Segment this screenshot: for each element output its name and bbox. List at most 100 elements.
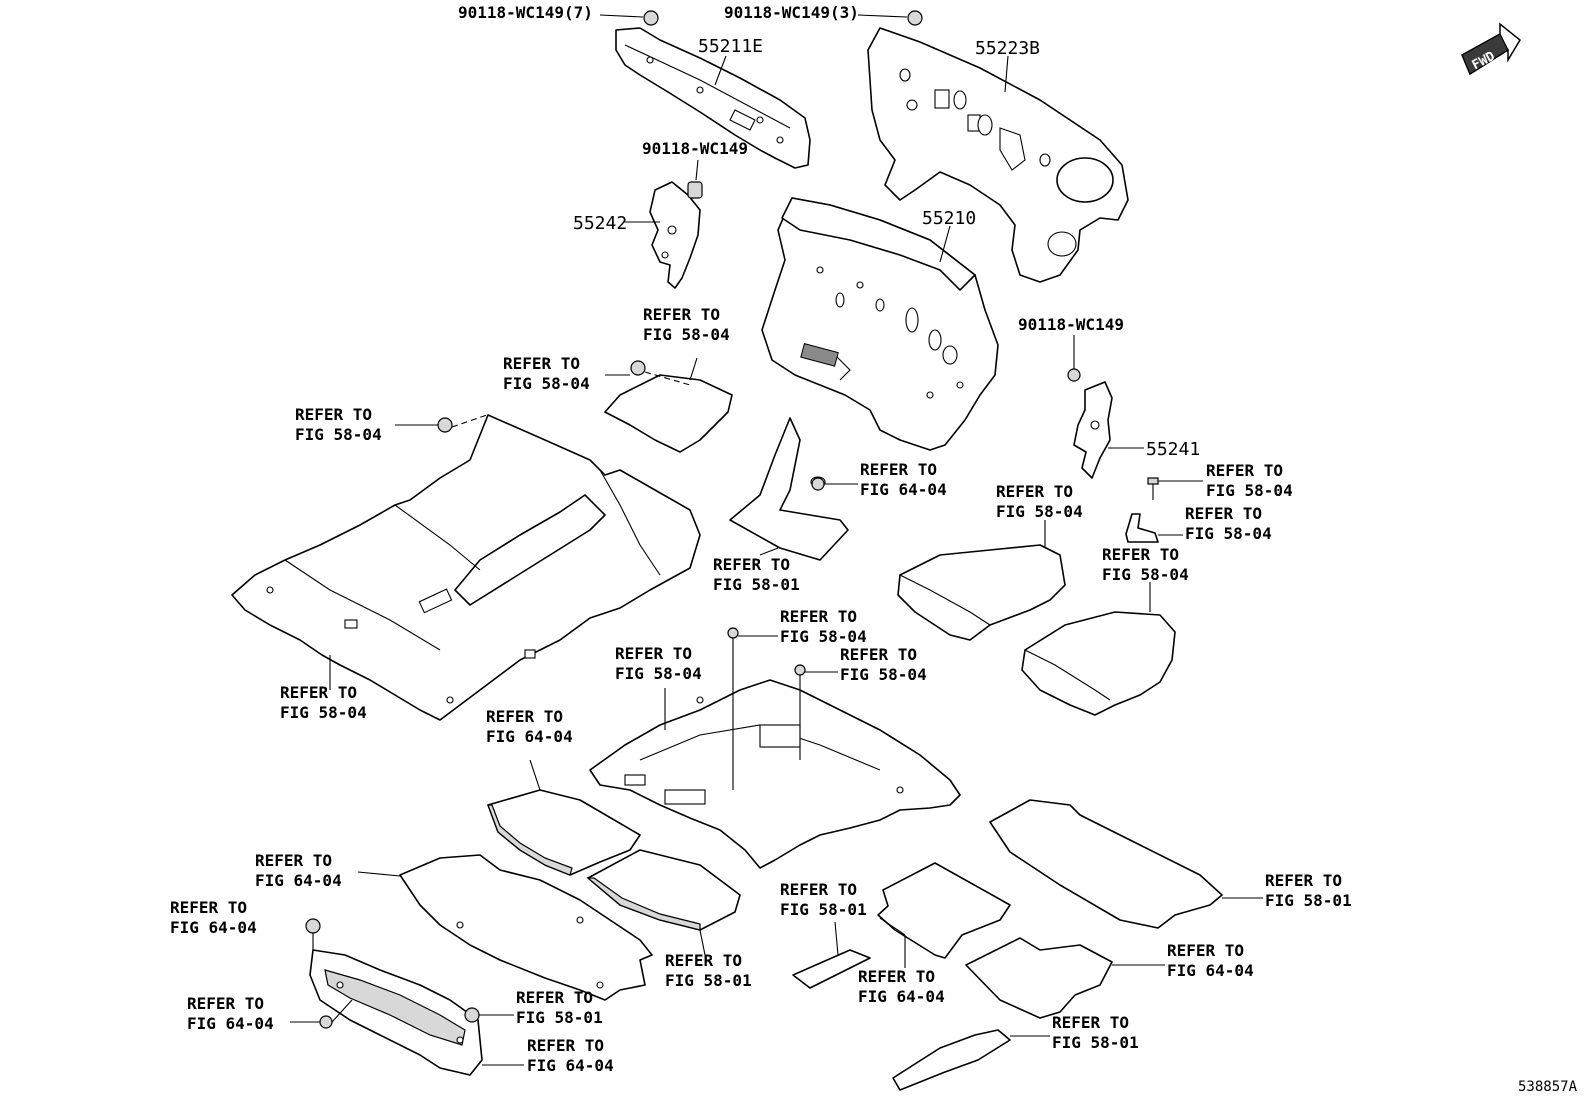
svg-text:REFER TO: REFER TO [643, 305, 720, 324]
svg-text:FIG 64-04: FIG 64-04 [486, 727, 573, 746]
clip-icon [643, 10, 659, 26]
part-label-55223b: 55223B [975, 38, 1040, 59]
svg-text:REFER TO: REFER TO [486, 707, 563, 726]
svg-text:FIG 58-01: FIG 58-01 [713, 575, 800, 594]
clip-icon [305, 918, 321, 934]
svg-text:REFER TO: REFER TO [516, 988, 593, 1007]
svg-text:REFER TO: REFER TO [840, 645, 917, 664]
floor-mat-front-driver [877, 862, 1011, 959]
part-label-55210: 55210 [922, 208, 976, 229]
svg-text:FIG 64-04: FIG 64-04 [170, 918, 257, 937]
svg-text:REFER TO: REFER TO [255, 851, 332, 870]
svg-text:FIG 58-01: FIG 58-01 [516, 1008, 603, 1027]
clip-icon [464, 1007, 480, 1023]
svg-text:FIG 64-04: FIG 64-04 [858, 987, 945, 1006]
svg-text:REFER TO: REFER TO [996, 482, 1073, 501]
svg-text:FIG 64-04: FIG 64-04 [255, 871, 342, 890]
svg-text:REFER TO: REFER TO [860, 460, 937, 479]
svg-text:FIG 58-04: FIG 58-04 [840, 665, 927, 684]
trunk-mat-right [586, 849, 741, 931]
clip-icon [319, 1015, 333, 1029]
clip-icon [687, 181, 703, 199]
svg-text:FIG 58-01: FIG 58-01 [780, 900, 867, 919]
svg-text:FIG 58-01: FIG 58-01 [1052, 1033, 1139, 1052]
clip-icon [907, 10, 923, 26]
part-55210-dash-insulator [761, 197, 999, 451]
part-55242-bracket [649, 181, 703, 289]
rear-deck-board [399, 854, 653, 1001]
svg-text:FIG 58-04: FIG 58-04 [996, 502, 1083, 521]
clip-icon [794, 664, 806, 676]
svg-text:REFER TO: REFER TO [1185, 504, 1262, 523]
svg-text:REFER TO: REFER TO [1102, 545, 1179, 564]
part-label-90118-wc149-7: 90118-WC149(7) [458, 3, 593, 22]
svg-text:REFER TO: REFER TO [780, 880, 857, 899]
svg-text:REFER TO: REFER TO [858, 967, 935, 986]
svg-text:FIG 58-04: FIG 58-04 [615, 664, 702, 683]
part-55241-bracket [1073, 381, 1113, 479]
svg-text:FIG 58-04: FIG 58-04 [295, 425, 382, 444]
svg-text:FIG 58-04: FIG 58-04 [280, 703, 367, 722]
part-55223b-panel [867, 27, 1129, 283]
part-label-55211e: 55211E [698, 36, 763, 57]
floor-mat-center-strip [792, 949, 871, 989]
svg-text:FIG 58-01: FIG 58-01 [1265, 891, 1352, 910]
figure-code: 538857A [1518, 1079, 1578, 1095]
svg-text:FIG 64-04: FIG 64-04 [1167, 961, 1254, 980]
svg-text:REFER TO: REFER TO [1167, 941, 1244, 960]
svg-text:FIG 58-04: FIG 58-04 [643, 325, 730, 344]
svg-text:FIG 58-04: FIG 58-04 [1185, 524, 1272, 543]
svg-text:FIG 64-04: FIG 64-04 [860, 480, 947, 499]
trunk-side-pad-upper [897, 544, 1066, 641]
floor-mat-front-passenger [965, 937, 1113, 1019]
svg-text:REFER TO: REFER TO [615, 644, 692, 663]
tunnel-pad-piece [729, 417, 849, 561]
svg-text:FIG 58-04: FIG 58-04 [1102, 565, 1189, 584]
part-label-55241: 55241 [1146, 439, 1200, 460]
floor-cover-piece [604, 374, 733, 453]
clip-icon [727, 627, 739, 639]
clip-icon [811, 477, 825, 491]
svg-text:REFER TO: REFER TO [170, 898, 247, 917]
svg-text:REFER TO: REFER TO [187, 994, 264, 1013]
svg-text:FIG 64-04: FIG 64-04 [187, 1014, 274, 1033]
part-label-90118-wc149-a: 90118-WC149 [642, 139, 748, 158]
svg-text:REFER TO: REFER TO [295, 405, 372, 424]
clip-icon [630, 360, 646, 376]
svg-text:FIG 58-04: FIG 58-04 [503, 374, 590, 393]
bracket-clip-icon [1125, 513, 1159, 543]
svg-text:REFER TO: REFER TO [713, 555, 790, 574]
trunk-mat-left [487, 789, 641, 876]
fwd-arrow-icon: FWD [1461, 22, 1521, 76]
svg-text:REFER TO: REFER TO [1206, 461, 1283, 480]
part-label-55242: 55242 [573, 213, 627, 234]
svg-text:FIG 58-04: FIG 58-04 [1206, 481, 1293, 500]
clip-icon [437, 417, 453, 433]
clip-icon [1067, 368, 1081, 382]
part-label-90118-wc149-3: 90118-WC149(3) [724, 3, 859, 22]
floor-carpet-main [231, 414, 701, 721]
